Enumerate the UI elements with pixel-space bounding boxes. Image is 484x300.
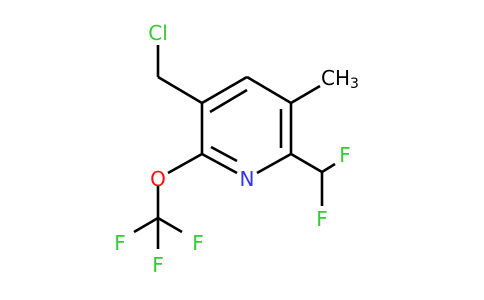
bond-c5-ch2 xyxy=(157,75,203,105)
bond-n-c6-inner xyxy=(210,145,238,163)
bond-n-c6 xyxy=(201,152,238,175)
atom-f4: F xyxy=(192,231,204,255)
bond-c4-c3 xyxy=(246,75,292,105)
methyl-subscript: 3 xyxy=(350,76,359,92)
bond-chf2-f1 xyxy=(321,162,336,174)
atom-f5: F xyxy=(152,253,164,277)
atom-f1: F xyxy=(339,143,351,167)
bond-c5-c4 xyxy=(201,75,248,105)
atom-o: O xyxy=(150,167,166,191)
atom-labels: Cl N O F F F F F CH3 xyxy=(114,21,359,277)
bonds xyxy=(133,45,336,249)
methyl-ch: CH xyxy=(321,66,350,90)
atom-n: N xyxy=(240,167,255,191)
bond-c3-methyl xyxy=(290,84,321,105)
atom-f2: F xyxy=(316,207,328,231)
bond-c5-c4-inner xyxy=(209,88,248,114)
bond-c6-o xyxy=(167,152,203,175)
atom-cl: Cl xyxy=(148,21,168,45)
bond-cf3-f3 xyxy=(133,216,159,234)
bond-c2-n xyxy=(256,152,292,175)
atom-methyl: CH3 xyxy=(321,66,359,92)
bond-cf3-f4 xyxy=(157,216,183,234)
atom-f3: F xyxy=(114,231,126,255)
bond-c2-chf2 xyxy=(290,152,323,174)
